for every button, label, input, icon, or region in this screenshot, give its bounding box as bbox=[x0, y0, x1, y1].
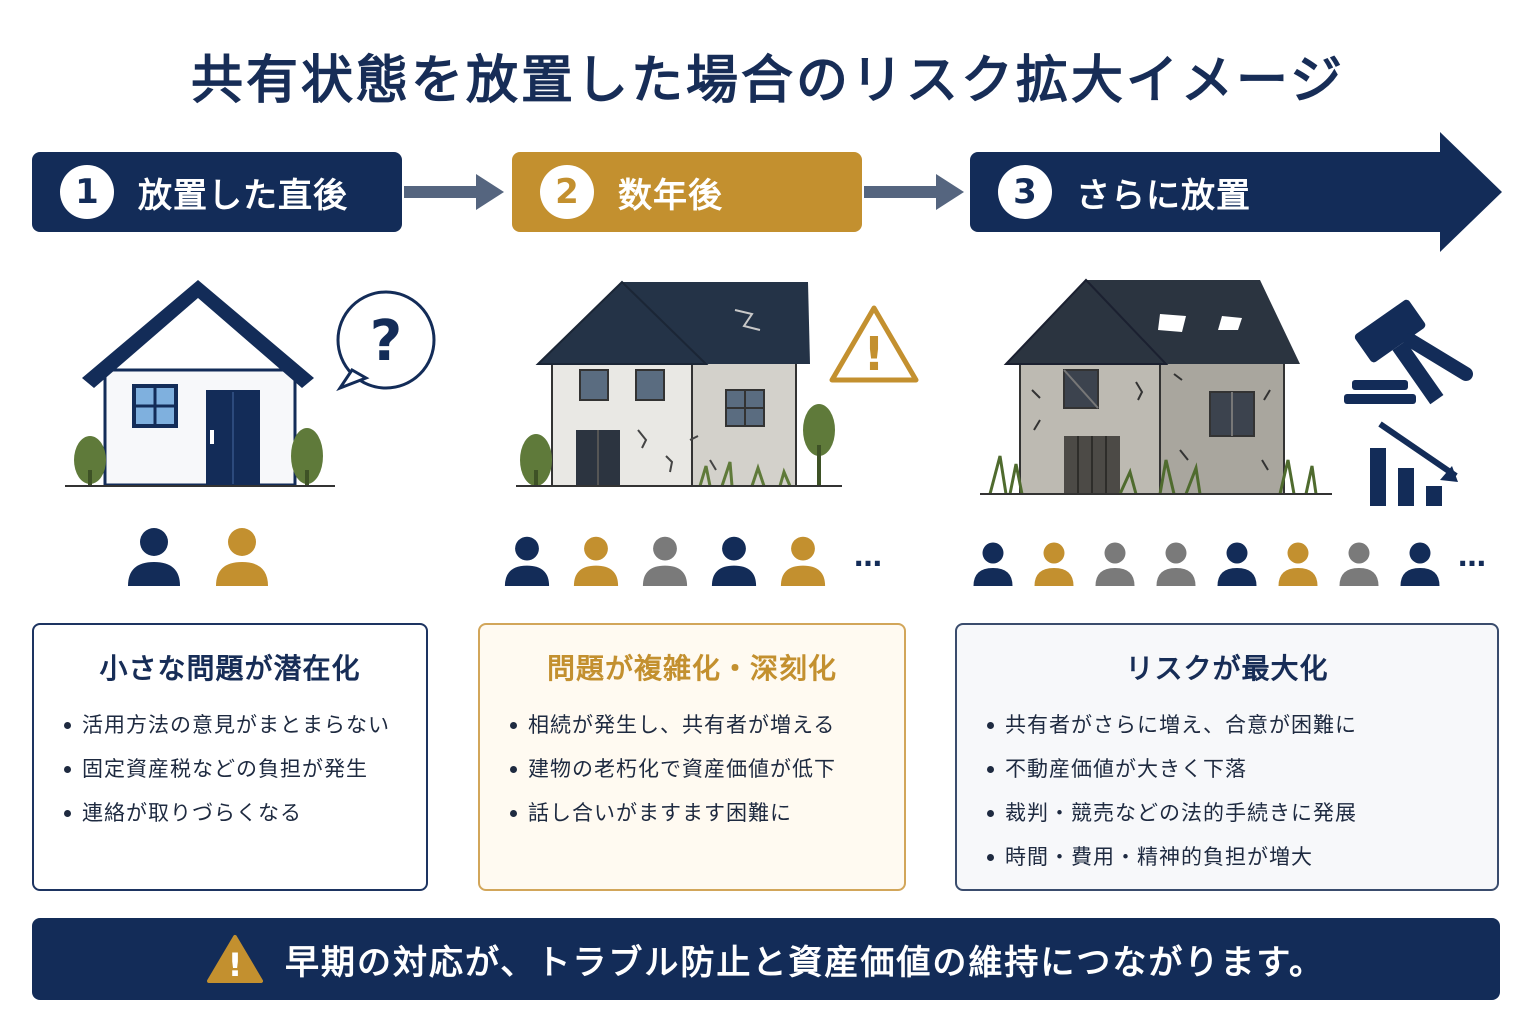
stage-connector-arrow-1 bbox=[404, 174, 504, 210]
card-list: 相続が発生し、共有者が増える 建物の老朽化で資産価値が低下 話し合いがますます困… bbox=[508, 703, 876, 835]
stage-1-illustration: ? bbox=[65, 280, 436, 586]
owner-person-icon bbox=[1400, 542, 1440, 586]
gavel-icon bbox=[1344, 299, 1473, 405]
owner-person-icon bbox=[573, 536, 619, 586]
owner-person-icon bbox=[1217, 542, 1257, 586]
aging-house-icon bbox=[535, 280, 810, 487]
footer-banner: ! 早期の対応が、トラブル防止と資産価値の維持につながります。 bbox=[32, 918, 1500, 1000]
more-owners-ellipsis: … bbox=[1458, 540, 1486, 573]
owner-person-icon bbox=[1278, 542, 1318, 586]
owner-person-icon bbox=[711, 536, 757, 586]
card-list: 活用方法の意見がまとまらない 固定資産税などの負担が発生 連絡が取りづらくなる bbox=[62, 703, 398, 835]
owner-person-icon bbox=[128, 528, 180, 586]
owner-person-icon bbox=[780, 536, 826, 586]
list-item: 不動産価値が大きく下落 bbox=[985, 747, 1469, 791]
owner-person-icon bbox=[1156, 542, 1196, 586]
stage-3-number: 3 bbox=[998, 165, 1052, 219]
stage-1-number: 1 bbox=[60, 165, 114, 219]
list-item: 連絡が取りづらくなる bbox=[62, 791, 398, 835]
more-owners-ellipsis: … bbox=[854, 540, 882, 573]
question-bubble-icon: ? bbox=[336, 290, 436, 392]
dilapidated-house-icon bbox=[1003, 278, 1300, 495]
stage-2-label: 数年後 bbox=[618, 175, 723, 216]
card-title: 小さな問題が潜在化 bbox=[99, 652, 361, 685]
warning-icon: ! bbox=[207, 935, 264, 984]
stage-1-owners bbox=[128, 528, 268, 586]
owner-person-icon bbox=[1339, 542, 1379, 586]
stage-3-illustration: … bbox=[973, 278, 1486, 586]
stage-2-owners bbox=[504, 536, 826, 586]
stage-3-summary-card: リスクが最大化 共有者がさらに増え、合意が困難に 不動産価値が大きく下落 裁判・… bbox=[955, 623, 1499, 891]
stage-3-header: 3 さらに放置 bbox=[970, 152, 1442, 232]
warning-mark: ! bbox=[864, 327, 885, 381]
page-title: 共有状態を放置した場合のリスク拡大イメージ bbox=[191, 51, 1345, 111]
stage-2-summary-card: 問題が複雑化・深刻化 相続が発生し、共有者が増える 建物の老朽化で資産価値が低下… bbox=[478, 623, 906, 891]
owner-person-icon bbox=[973, 542, 1013, 586]
card-title: 問題が複雑化・深刻化 bbox=[546, 652, 837, 685]
stage-3-label: さらに放置 bbox=[1076, 175, 1251, 216]
card-list: 共有者がさらに増え、合意が困難に 不動産価値が大きく下落 裁判・競売などの法的手… bbox=[985, 703, 1469, 879]
stage-1-header: 1 放置した直後 bbox=[32, 152, 402, 232]
warning-mark: ! bbox=[228, 946, 243, 984]
timeline-arrow-head-icon bbox=[1440, 132, 1502, 252]
list-item: 活用方法の意見がまとまらない bbox=[62, 703, 398, 747]
footer-message: 早期の対応が、トラブル防止と資産価値の維持につながります。 bbox=[285, 942, 1325, 983]
stage-1-label: 放置した直後 bbox=[138, 175, 348, 216]
tree-icon bbox=[520, 404, 835, 486]
stage-2-header: 2 数年後 bbox=[512, 152, 862, 232]
list-item: 話し合いがますます困難に bbox=[508, 791, 876, 835]
list-item: 共有者がさらに増え、合意が困難に bbox=[985, 703, 1469, 747]
stage-3-owners bbox=[973, 542, 1440, 586]
owner-person-icon bbox=[642, 536, 688, 586]
stage-1-summary-card: 小さな問題が潜在化 活用方法の意見がまとまらない 固定資産税などの負担が発生 連… bbox=[32, 623, 428, 891]
question-mark: ? bbox=[370, 309, 402, 374]
list-item: 固定資産税などの負担が発生 bbox=[62, 747, 398, 791]
owner-person-icon bbox=[1034, 542, 1074, 586]
declining-value-chart-icon bbox=[1370, 421, 1458, 506]
stage-connector-arrow-2 bbox=[864, 174, 964, 210]
list-item: 裁判・競売などの法的手続きに発展 bbox=[985, 791, 1469, 835]
owner-person-icon bbox=[216, 528, 268, 586]
tree-icon bbox=[74, 428, 323, 486]
list-item: 相続が発生し、共有者が増える bbox=[508, 703, 876, 747]
new-house-icon bbox=[82, 280, 314, 487]
owner-person-icon bbox=[1095, 542, 1135, 586]
list-item: 建物の老朽化で資産価値が低下 bbox=[508, 747, 876, 791]
stage-2-number: 2 bbox=[540, 165, 594, 219]
card-title: リスクが最大化 bbox=[1125, 652, 1329, 685]
stage-2-illustration: ! … bbox=[504, 280, 919, 586]
owner-person-icon bbox=[504, 536, 550, 586]
list-item: 時間・費用・精神的負担が増大 bbox=[985, 835, 1469, 879]
warning-icon: ! bbox=[829, 305, 919, 383]
